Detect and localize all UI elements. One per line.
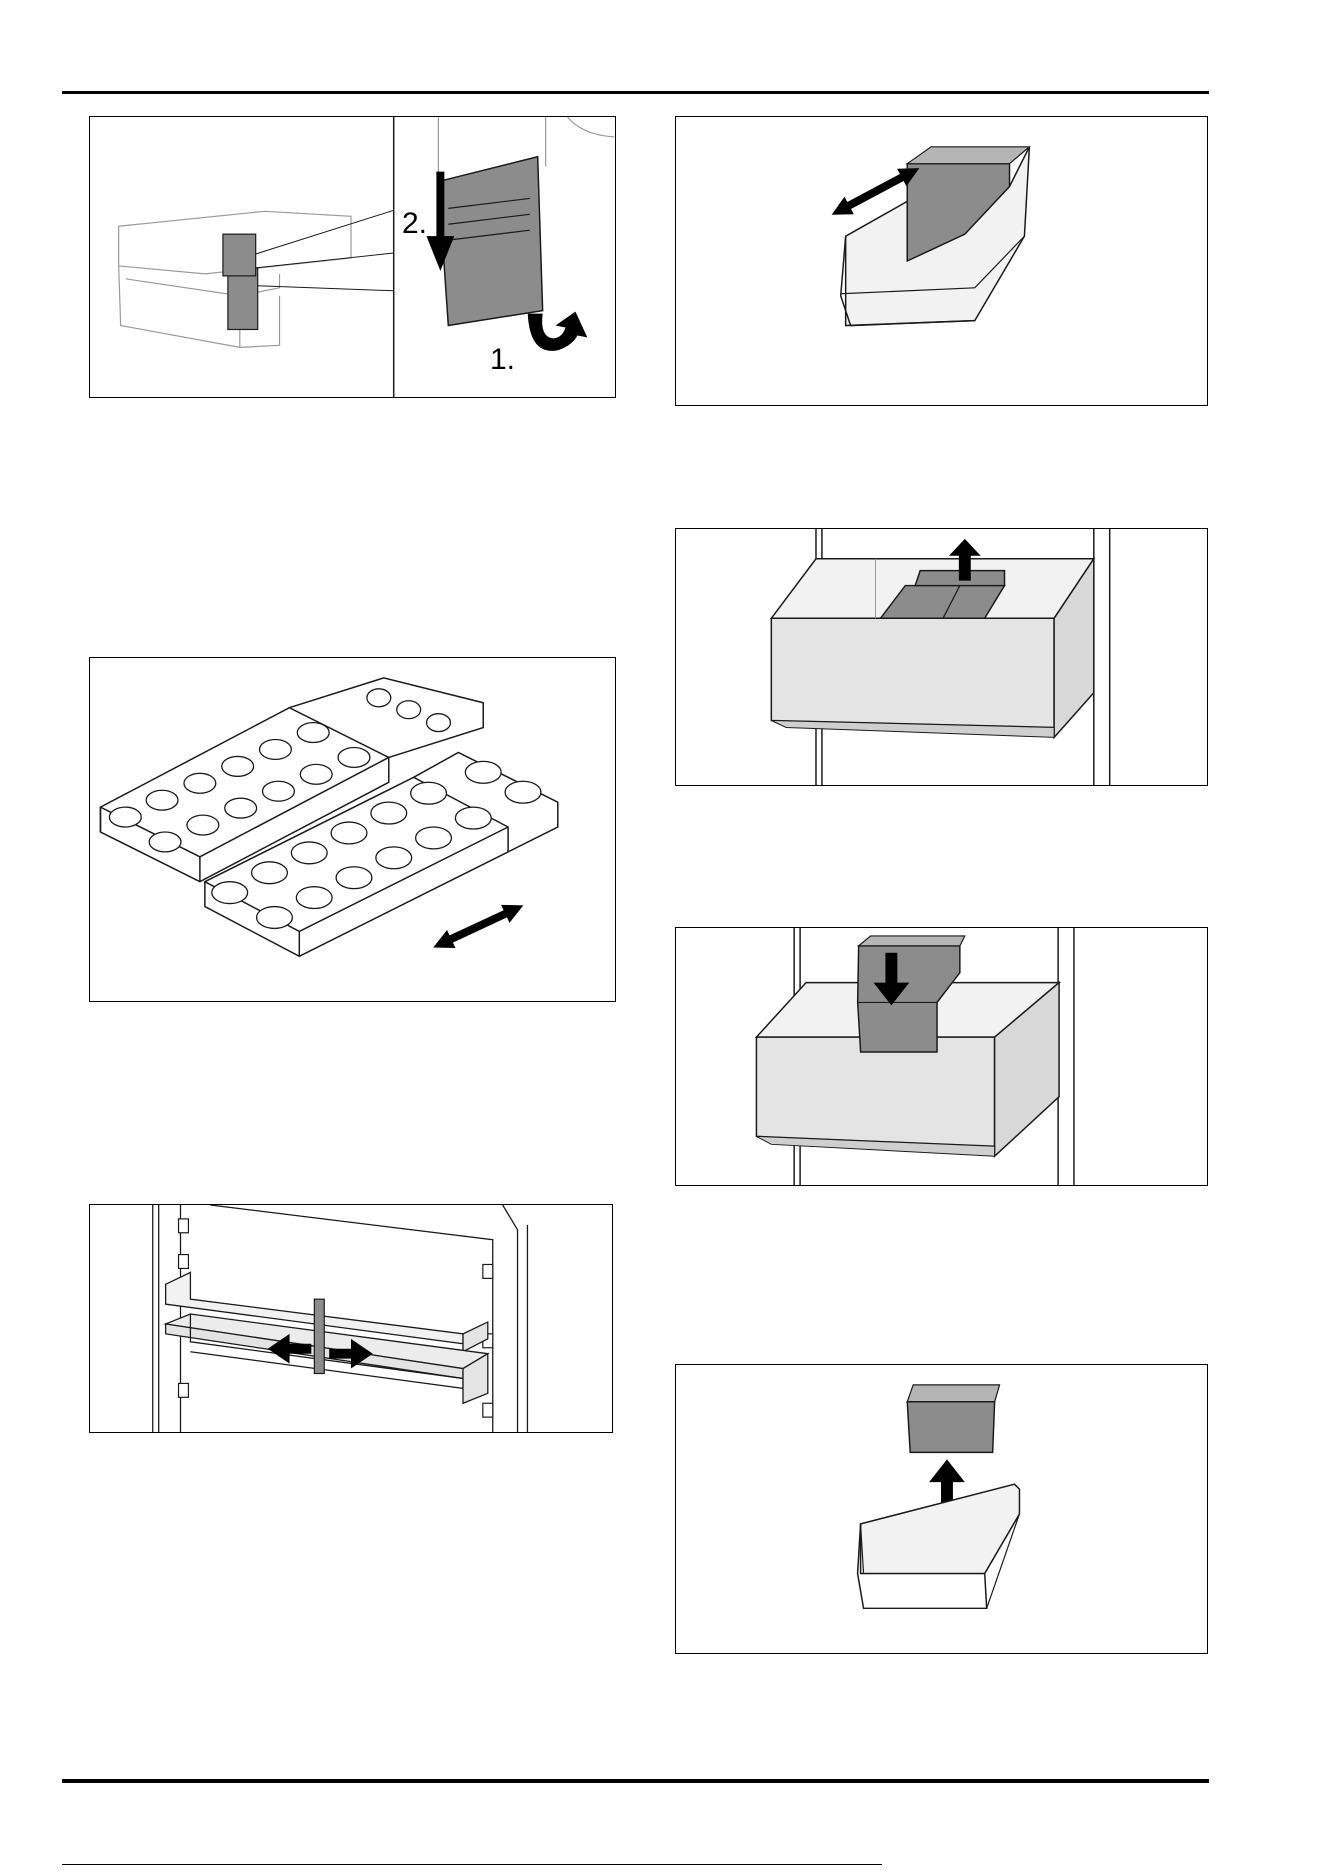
header-rule <box>62 91 1209 94</box>
bin-insert-lift-illustration <box>676 1365 1207 1653</box>
figure-small-bin-slide <box>675 116 1208 406</box>
figure-bin-insert-lift <box>675 1364 1208 1654</box>
figure-drawer-insert-place <box>675 927 1208 1186</box>
figure-egg-trays <box>89 657 616 1002</box>
figure-drawer-divider: 2. 1. <box>89 116 616 398</box>
callout-step-2: 2. <box>402 209 427 239</box>
drawer-divider-illustration <box>90 117 615 397</box>
footer-hairline <box>62 1864 882 1865</box>
footer-rule <box>62 1779 1209 1783</box>
drawer-insert-place-illustration <box>676 928 1207 1185</box>
shelf-divider-illustration <box>90 1205 612 1432</box>
figure-shelf-divider <box>89 1204 613 1433</box>
small-bin-illustration <box>676 117 1207 405</box>
drawer-insert-remove-illustration <box>676 529 1207 785</box>
figure-drawer-insert-remove <box>675 528 1208 786</box>
callout-step-1: 1. <box>490 345 515 375</box>
egg-trays-illustration <box>90 658 615 1001</box>
